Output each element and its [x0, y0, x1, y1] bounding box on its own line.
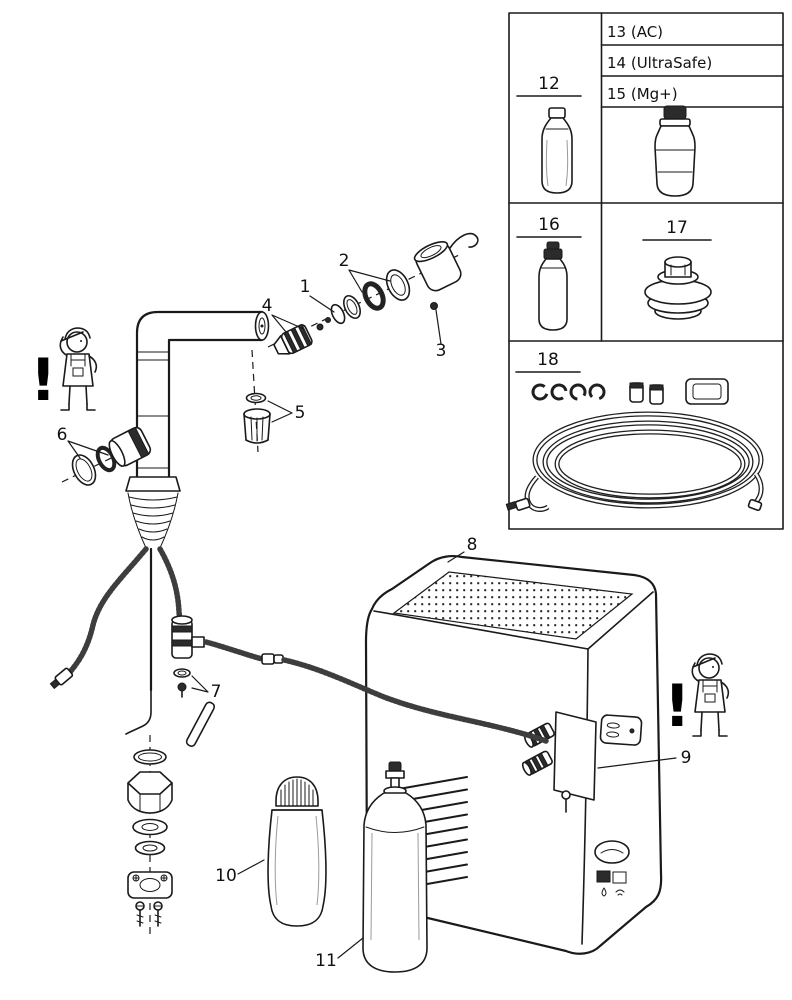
part-label-15: 15 (Mg+) [607, 85, 678, 103]
callout-7: 7 [211, 682, 222, 702]
callout-3: 3 [436, 341, 447, 361]
callout-9: 9 [681, 748, 692, 768]
right-supply-hose [157, 546, 183, 625]
valve-outlet-hose [203, 639, 265, 662]
callout-numbers: 1 2 3 4 5 6 7 8 9 10 11 [57, 251, 692, 971]
faucet-spout-inner [167, 338, 264, 479]
warning-right: ! [664, 653, 730, 740]
bellows [127, 492, 179, 549]
faucet-spout-outer [135, 310, 264, 479]
part-label-13: 13 (AC) [607, 23, 663, 41]
riser-pipe-bend [125, 689, 152, 735]
part-label-17: 17 [666, 218, 688, 238]
part-18-install-set-drawing [505, 378, 764, 512]
callout-8: 8 [467, 535, 478, 555]
spray-head-hook [449, 232, 479, 249]
callout-1: 1 [300, 277, 311, 297]
spare-pipe [185, 701, 216, 747]
item-7-parts [173, 668, 191, 698]
handle-parts [71, 426, 152, 486]
brand-badge [594, 840, 630, 897]
user-figure-icon [691, 653, 730, 737]
callout-5: 5 [295, 403, 306, 423]
part-label-18: 18 [537, 350, 559, 370]
parts-box-grid [508, 12, 784, 342]
callout-leaders [67, 269, 677, 959]
cooler-unit-drawing [364, 555, 663, 955]
part-17-adapter-drawing [644, 256, 712, 320]
aerator-parts [273, 232, 479, 355]
co2-bottle-11-drawing [362, 761, 428, 973]
callout-2: 2 [339, 251, 350, 271]
callout-11: 11 [315, 951, 337, 971]
hose-coupler [261, 653, 275, 665]
mousseur-parts [243, 392, 271, 444]
part-label-12: 12 [538, 74, 560, 94]
callout-4: 4 [262, 296, 273, 316]
part-label-14: 14 (UltraSafe) [607, 54, 712, 72]
mounting-stack [127, 749, 173, 927]
check-valve [171, 615, 205, 659]
part-label-16: 16 [538, 215, 560, 235]
warning-left: ! [30, 327, 98, 414]
perforated-top-panel [392, 571, 634, 640]
callout-6: 6 [57, 425, 68, 445]
part-16-bottle-drawing [538, 241, 568, 331]
cap-ribs [280, 778, 314, 807]
cooler-feed-hose [281, 657, 549, 744]
part-12-filter-cartridge-drawing [541, 107, 573, 194]
exclamation-icon: ! [664, 672, 690, 740]
installer-figure-icon [59, 327, 98, 411]
exclamation-icon: ! [30, 346, 56, 414]
mount-screws [135, 901, 163, 927]
callout-10: 10 [215, 866, 237, 886]
filter-cartridge-10-drawing [267, 776, 327, 927]
base-flange [125, 476, 181, 492]
indicator-panel [599, 714, 643, 746]
faucet-assembly-drawing [49, 232, 549, 938]
left-supply-hose [67, 546, 149, 675]
left-hose-connector [49, 667, 74, 690]
part-13-14-15-cartridge-drawing [654, 105, 696, 197]
spare-parts-box: 12 13 (AC) 14 (UltraSafe) 15 (Mg+) 16 17… [505, 12, 784, 530]
